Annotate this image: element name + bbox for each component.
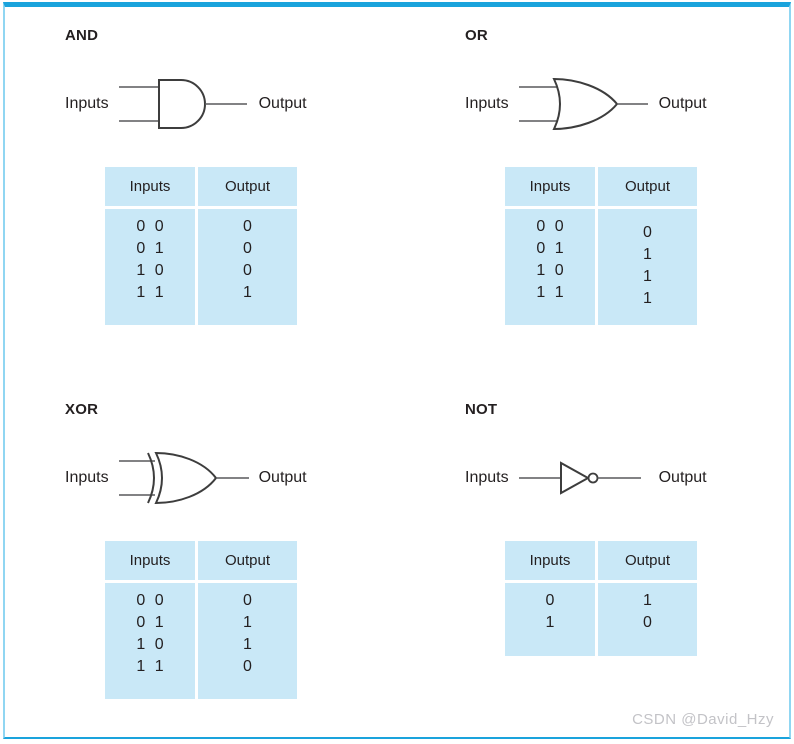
truth-table-header-row: Inputs Output xyxy=(505,167,697,206)
truth-table-header-row: Inputs Output xyxy=(505,541,697,580)
input-value: 1 xyxy=(545,614,555,631)
output-value: 1 xyxy=(643,246,652,263)
output-label: Output xyxy=(658,469,707,486)
truth-table-output-column: 0 1 1 1 xyxy=(598,209,697,325)
truth-table-inputs-column: 0 0 0 1 1 0 1 1 xyxy=(105,209,195,325)
input-value: 1 1 xyxy=(536,284,564,301)
truth-table-header-inputs: Inputs xyxy=(505,167,595,206)
truth-table-output-column: 1 0 xyxy=(598,583,697,656)
output-value: 1 xyxy=(243,636,252,653)
input-value: 1 0 xyxy=(136,636,164,653)
truth-table-xor: Inputs Output 0 0 0 1 1 0 1 1 0 1 1 0 xyxy=(105,541,297,699)
not-gate-icon xyxy=(518,461,641,495)
truth-table-header-output: Output xyxy=(598,541,697,580)
truth-table-header-inputs: Inputs xyxy=(105,167,195,206)
truth-table-body-row: 0 1 1 0 xyxy=(505,583,697,656)
gate-panel-xor: XOR Inputs Output Inputs Output xyxy=(5,381,405,699)
truth-table-header-output: Output xyxy=(198,167,297,206)
inputs-label: Inputs xyxy=(65,469,109,486)
gate-diagram-and: Inputs Output xyxy=(65,74,405,134)
input-value: 0 1 xyxy=(536,240,564,257)
gate-diagram-or: Inputs Output xyxy=(465,74,789,134)
gate-diagram-xor: Inputs Output xyxy=(65,448,405,508)
truth-table-inputs-column: 0 1 xyxy=(505,583,595,656)
truth-table-not: Inputs Output 0 1 1 0 xyxy=(505,541,697,656)
gate-title-not: NOT xyxy=(465,401,498,418)
truth-table-header-row: Inputs Output xyxy=(105,541,297,580)
output-label: Output xyxy=(258,469,307,486)
inputs-label: Inputs xyxy=(465,95,509,112)
input-value: 0 0 xyxy=(136,218,164,235)
figure-frame: AND Inputs Output Inputs Output 0 0 xyxy=(3,2,791,739)
output-label: Output xyxy=(658,95,707,112)
gate-title-xor: XOR xyxy=(65,401,99,418)
gate-panel-or: OR Inputs Output Inputs Output 0 0 xyxy=(405,7,789,381)
inputs-label: Inputs xyxy=(65,95,109,112)
truth-table-header-output: Output xyxy=(198,541,297,580)
or-gate-icon xyxy=(518,77,648,131)
input-value: 0 1 xyxy=(136,240,164,257)
truth-table-body-row: 0 0 0 1 1 0 1 1 0 0 0 1 xyxy=(105,209,297,325)
input-value: 1 1 xyxy=(136,658,164,675)
truth-table-header-inputs: Inputs xyxy=(505,541,595,580)
output-value: 0 xyxy=(243,240,252,257)
gate-panel-not: NOT Inputs Output Inputs Output xyxy=(405,381,789,699)
output-value: 1 xyxy=(243,284,252,301)
gate-panel-and: AND Inputs Output Inputs Output 0 0 xyxy=(5,7,405,381)
truth-table-header-output: Output xyxy=(598,167,697,206)
output-value: 1 xyxy=(643,290,652,307)
output-value: 0 xyxy=(243,218,252,235)
gates-grid: AND Inputs Output Inputs Output 0 0 xyxy=(5,7,789,699)
truth-table-body-row: 0 0 0 1 1 0 1 1 0 1 1 0 xyxy=(105,583,297,699)
output-value: 1 xyxy=(243,614,252,631)
output-label: Output xyxy=(258,95,307,112)
input-value: 1 1 xyxy=(136,284,164,301)
input-value: 0 xyxy=(545,592,555,609)
truth-table-or: Inputs Output 0 0 0 1 1 0 1 1 0 1 1 1 xyxy=(505,167,697,325)
watermark: CSDN @David_Hzy xyxy=(632,711,774,728)
truth-table-inputs-column: 0 0 0 1 1 0 1 1 xyxy=(505,209,595,325)
input-value: 0 0 xyxy=(136,592,164,609)
input-value: 0 1 xyxy=(136,614,164,631)
output-value: 1 xyxy=(643,268,652,285)
input-value: 1 0 xyxy=(536,262,564,279)
output-value: 1 xyxy=(643,592,652,609)
input-value: 1 0 xyxy=(136,262,164,279)
gate-title-and: AND xyxy=(65,27,99,44)
truth-table-and: Inputs Output 0 0 0 1 1 0 1 1 0 0 0 1 xyxy=(105,167,297,325)
truth-table-output-column: 0 0 0 1 xyxy=(198,209,297,325)
truth-table-output-column: 0 1 1 0 xyxy=(198,583,297,699)
output-value: 0 xyxy=(243,658,252,675)
truth-table-header-inputs: Inputs xyxy=(105,541,195,580)
truth-table-body-row: 0 0 0 1 1 0 1 1 0 1 1 1 xyxy=(505,209,697,325)
output-value: 0 xyxy=(243,262,252,279)
gate-title-or: OR xyxy=(465,27,488,44)
output-value: 0 xyxy=(643,224,652,241)
gate-diagram-not: Inputs Output xyxy=(465,448,789,508)
inputs-label: Inputs xyxy=(465,469,509,486)
and-gate-icon xyxy=(118,79,247,129)
input-value: 0 0 xyxy=(536,218,564,235)
xor-gate-icon xyxy=(118,451,249,505)
output-value: 0 xyxy=(643,614,652,631)
truth-table-header-row: Inputs Output xyxy=(105,167,297,206)
truth-table-inputs-column: 0 0 0 1 1 0 1 1 xyxy=(105,583,195,699)
output-value: 0 xyxy=(243,592,252,609)
